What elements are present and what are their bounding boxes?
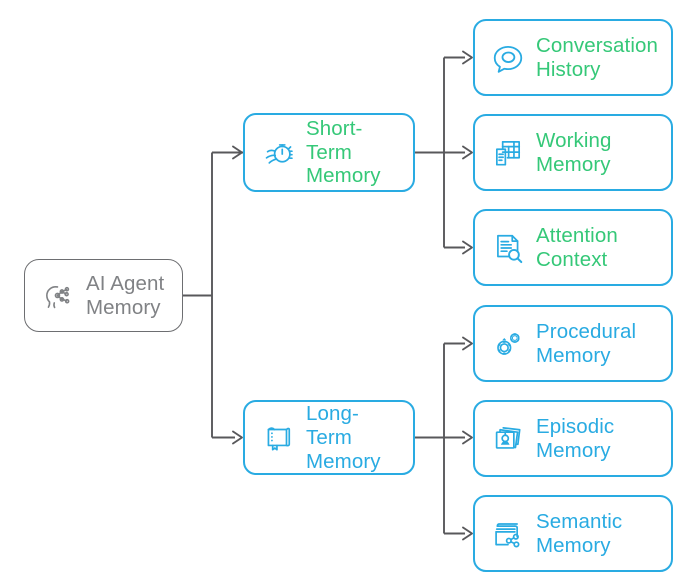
book-icon [259,419,297,457]
node-short-term-memory[interactable]: Short-Term Memory [243,113,415,192]
node-ai-agent-memory[interactable]: AI Agent Memory [24,259,183,332]
hand-stopwatch-icon [259,134,297,172]
node-long-term-memory[interactable]: Long-Term Memory [243,400,415,475]
node-procedural-memory[interactable]: Procedural Memory [473,305,673,382]
node-label: Short-Term Memory [306,116,381,188]
node-label: Long-Term Memory [306,401,381,473]
node-attention-context[interactable]: Attention Context [473,209,673,286]
brain-circuit-icon [39,277,77,315]
node-working-memory[interactable]: Working Memory [473,114,673,191]
node-label: Attention Context [536,223,618,271]
node-semantic-memory[interactable]: Semantic Memory [473,495,673,572]
photo-stack-icon [489,420,527,458]
node-label: AI Agent Memory [86,271,165,319]
document-search-icon [489,229,527,267]
gears-icon [489,325,527,363]
node-conversation-history[interactable]: Conversation History [473,19,673,96]
book-network-icon [489,515,527,553]
node-episodic-memory[interactable]: Episodic Memory [473,400,673,477]
node-label: Conversation History [536,33,658,81]
document-table-icon [489,134,527,172]
speech-bubble-icon [489,39,527,77]
node-label: Working Memory [536,128,612,176]
node-label: Episodic Memory [536,414,615,462]
node-label: Semantic Memory [536,509,623,557]
node-label: Procedural Memory [536,319,637,367]
